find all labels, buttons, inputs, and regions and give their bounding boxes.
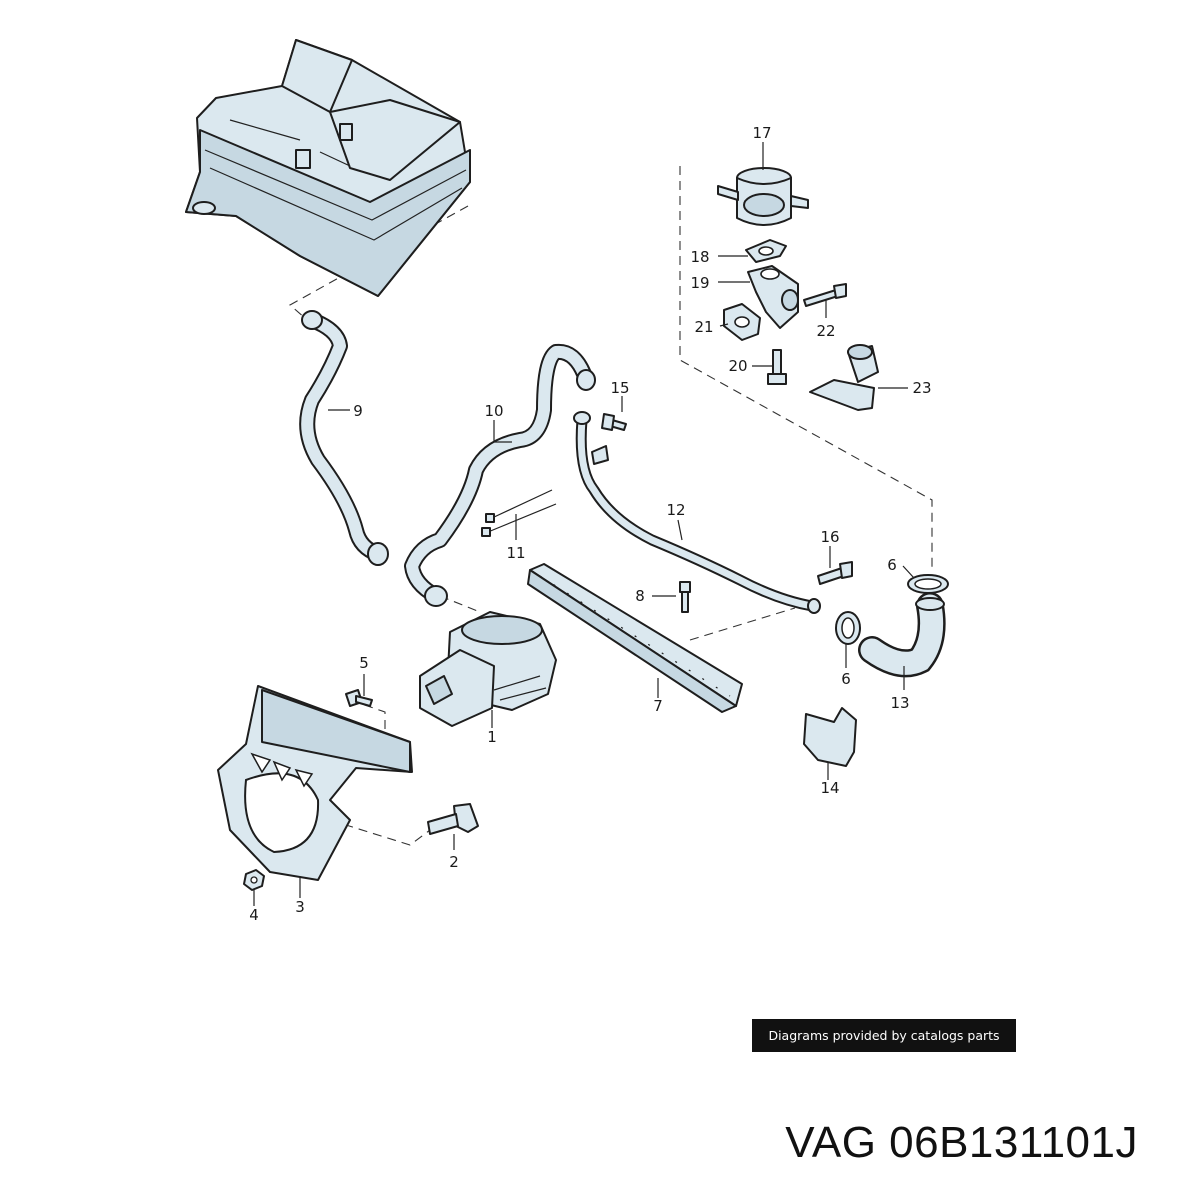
callout-13: 13 <box>890 694 909 712</box>
callout-17: 17 <box>752 124 771 142</box>
callout-4: 4 <box>249 906 259 924</box>
callout-14: 14 <box>820 779 839 797</box>
callout-23: 23 <box>912 379 931 397</box>
diagram-credit-badge: Diagrams provided by catalogs parts <box>752 1019 1016 1052</box>
clamp-6-lower <box>835 611 861 645</box>
callout-labels: 17 18 19 21 22 20 23 9 10 15 12 16 6 11 … <box>249 124 931 924</box>
bolt-22 <box>803 283 847 307</box>
callout-1: 1 <box>487 728 497 746</box>
nut-4 <box>243 869 265 891</box>
connecting-piece-19 <box>747 265 799 329</box>
callout-9: 9 <box>353 402 363 420</box>
bolt-5 <box>345 689 373 707</box>
callout-11: 11 <box>506 544 525 562</box>
callout-22: 22 <box>816 322 835 340</box>
callout-8: 8 <box>635 587 645 605</box>
heat-shield-14 <box>803 707 857 767</box>
clamp-6-upper <box>907 574 949 594</box>
callout-21: 21 <box>694 318 713 336</box>
air-filter-housing <box>185 39 471 297</box>
rail-7 <box>527 563 743 713</box>
part-number-title: VAG 06B131101J <box>785 1118 1138 1167</box>
bolt-8 <box>679 581 691 613</box>
callout-20: 20 <box>728 357 747 375</box>
callout-10: 10 <box>484 402 503 420</box>
leader-lines <box>253 142 915 906</box>
callout-12: 12 <box>666 501 685 519</box>
callout-6-upper: 6 <box>887 556 897 574</box>
bolt-20 <box>767 349 787 385</box>
callout-3: 3 <box>295 898 305 916</box>
callout-2: 2 <box>449 853 459 871</box>
bolt-15 <box>601 413 627 431</box>
hose-13 <box>858 592 946 678</box>
bracket-23 <box>809 344 879 411</box>
callout-18: 18 <box>690 248 709 266</box>
callout-19: 19 <box>690 274 709 292</box>
gasket-21 <box>723 303 761 341</box>
callout-6-lower: 6 <box>841 670 851 688</box>
callout-16: 16 <box>820 528 839 546</box>
callout-15: 15 <box>610 379 629 397</box>
bolt-2 <box>427 803 479 835</box>
hose-10 <box>404 343 596 607</box>
hose-9 <box>299 310 389 566</box>
bolt-16 <box>817 561 853 585</box>
pipe-12 <box>573 411 821 614</box>
gasket-18 <box>745 239 787 263</box>
secondary-air-valve <box>717 167 809 226</box>
cable-ties-11 <box>481 489 557 537</box>
callout-7: 7 <box>653 697 663 715</box>
secondary-air-pump <box>419 611 557 727</box>
bracket-3 <box>217 685 413 881</box>
callout-5: 5 <box>359 654 369 672</box>
